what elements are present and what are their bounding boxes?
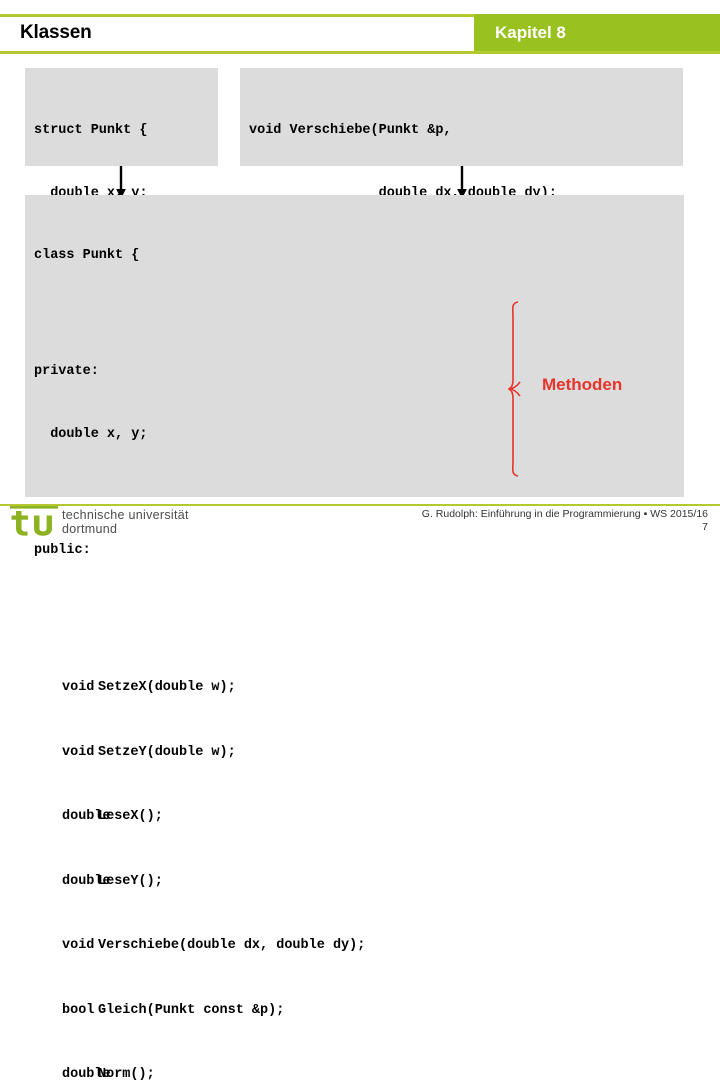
method-return-type: bool [62,1002,95,1018]
code-line-private: private: [34,364,99,379]
code-line: struct Punkt { [34,123,148,138]
header-bottom-rule [0,51,720,54]
header-top-rule [0,14,720,17]
code-line: void Verschiebe(Punkt &p, [249,123,452,138]
down-arrow-icon-2 [457,166,467,199]
method-signature: SetzeX(double w); [98,680,236,695]
method-signature: LeseY(); [98,873,163,889]
slide-header: Klassen Kapitel 8 [0,14,720,54]
logo-line-2: dortmund [62,522,118,536]
method-return-type: double [62,809,111,824]
footer-credit-text: G. Rudolph: Einführung in die Programmie… [421,508,708,520]
page-title: Klassen [20,22,92,43]
code-block-class: class Punkt { private: double x, y; publ… [25,195,684,1080]
code-line-public: public: [34,543,91,558]
tu-logo-icon [10,506,58,536]
code-line-class-decl: class Punkt { [34,248,140,263]
logo-line-1: technische universität [62,508,189,522]
method-signature: Verschiebe(double dx, double dy); [98,938,366,953]
method-return-type: void [62,680,95,695]
method-signature: Norm(); [98,1067,155,1080]
chapter-label: Kapitel 8 [495,23,566,42]
down-arrow-icon-1 [116,166,126,199]
chapter-banner [474,14,720,54]
method-signature: LeseX(); [98,809,163,824]
method-return-type: double [62,1067,111,1080]
code-block-functions: void Verschiebe(Punkt &p, double dx, dou… [240,68,683,327]
tu-dortmund-logo: technische universität dortmund [10,506,200,538]
page-number: 7 [702,521,708,533]
footer-rule [0,504,720,506]
code-spacer [34,487,684,498]
methoden-annotation-label: Methoden [542,375,623,394]
method-row: doubleNorm(); [34,1064,684,1080]
code-spacer [34,603,684,614]
method-signature: SetzeY(double w); [98,744,236,760]
method-return-type: void [62,744,95,760]
code-spacer [34,308,684,319]
method-return-type: void [62,938,95,953]
code-line-members: double x, y; [34,427,148,442]
logo-wordmark: technische universität dortmund [62,508,189,536]
method-signature: Gleich(Punkt const &p); [98,1002,285,1018]
method-row: doubleLeseX(); [34,806,684,829]
method-return-type: double [62,873,111,889]
method-row: doubleLeseY(); [34,871,684,894]
right-pointing-brace-icon [508,301,521,477]
code-block-struct: struct Punkt { double x, y; }; [25,68,218,264]
